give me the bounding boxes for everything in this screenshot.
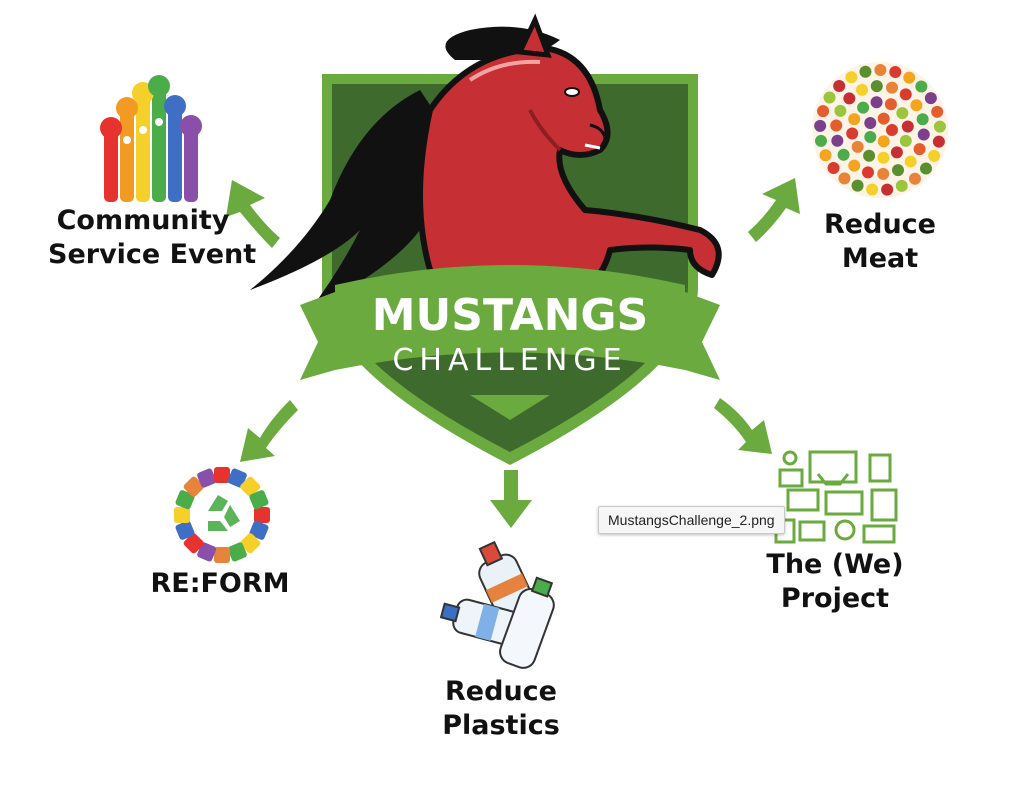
- mustang-horse-icon: [250, 13, 722, 310]
- arrow-to-plastics: [490, 470, 532, 528]
- recycle-clothing-icon: [174, 467, 270, 563]
- label-line: Reduce: [445, 676, 557, 707]
- label-line: Project: [780, 583, 890, 614]
- label-line: RE:FORM: [150, 568, 290, 599]
- label-line: Meat: [841, 243, 919, 274]
- label-line: The (We): [766, 549, 904, 580]
- node-label-reform: RE:FORM: [140, 567, 300, 601]
- label-line: Service Event: [48, 239, 257, 270]
- raised-hands-icon: [100, 75, 202, 202]
- logo-title-line2: CHALLENGE: [392, 343, 627, 378]
- label-line: Reduce: [824, 209, 936, 240]
- label-line: Community: [56, 205, 230, 236]
- filename-tooltip: MustangsChallenge_2.png: [598, 506, 785, 534]
- logo-title-line1: MUSTANGS: [372, 290, 648, 341]
- arrow-to-reform: [240, 400, 298, 462]
- arrow-to-meat: [748, 178, 800, 242]
- plastic-bottles-icon: [439, 540, 555, 669]
- vegetables-circle-icon: [812, 62, 948, 198]
- arrow-to-we: [714, 398, 772, 454]
- electronics-icon: [774, 450, 898, 544]
- banner-ribbon: [300, 265, 720, 420]
- label-line: Plastics: [442, 710, 560, 741]
- node-label-meat: Reduce Meat: [810, 208, 950, 276]
- arrow-to-community: [226, 180, 280, 248]
- node-label-community: Community Service Event: [48, 204, 257, 272]
- node-label-we: The (We) Project: [760, 548, 910, 616]
- node-label-plastics: Reduce Plastics: [426, 675, 576, 743]
